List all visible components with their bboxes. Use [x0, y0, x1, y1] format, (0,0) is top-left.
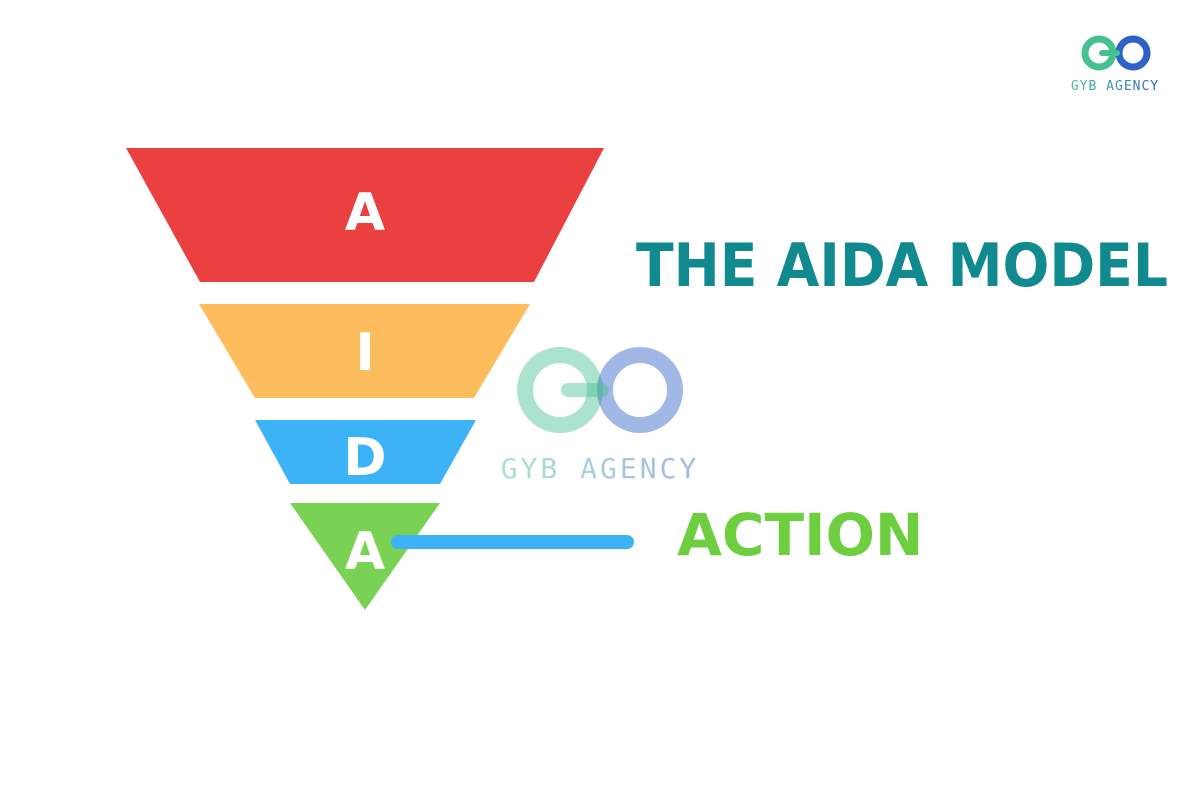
funnel-layer-attention: A	[126, 148, 604, 282]
funnel: A I D A	[126, 148, 604, 610]
brand-logo: GYB AGENCY	[1071, 35, 1159, 94]
funnel-layer-attention-shape	[126, 148, 604, 282]
funnel-layer-interest: I	[199, 304, 530, 398]
action-label: ACTION	[677, 501, 923, 569]
funnel-layer-desire-shape	[255, 420, 476, 484]
funnel-layer-action-shape	[290, 503, 440, 610]
brand-name: GYB AGENCY	[1071, 79, 1159, 94]
watermark: GYB AGENCY	[501, 347, 700, 485]
infinity-watermark-icon	[517, 347, 683, 433]
funnel-layer-action-letter: A	[345, 522, 385, 582]
funnel-layer-interest-letter: I	[355, 323, 374, 383]
funnel-layer-action: A	[290, 503, 440, 610]
watermark-brand-name: GYB AGENCY	[501, 452, 700, 485]
infinity-logo-icon	[1081, 35, 1151, 71]
page-title: THE AIDA MODEL	[636, 231, 1168, 301]
funnel-layer-desire: D	[255, 420, 476, 488]
funnel-layer-attention-letter: A	[345, 183, 385, 243]
funnel-layer-desire-letter: D	[343, 428, 386, 488]
funnel-layer-interest-shape	[199, 304, 530, 398]
